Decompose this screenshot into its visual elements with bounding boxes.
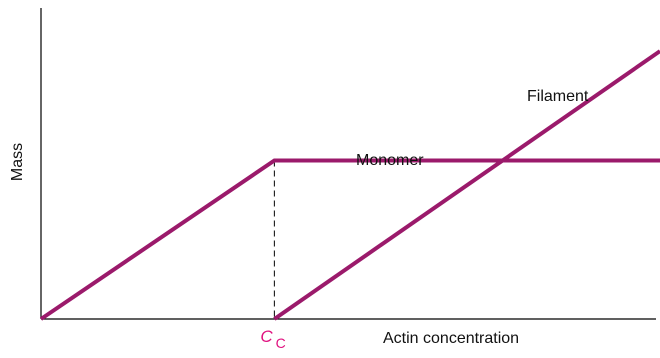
y-axis-label: Mass	[9, 143, 26, 181]
critical-concentration-subscript: C	[276, 335, 286, 351]
filament-series-line	[273, 49, 660, 321]
critical-concentration-symbol: C	[260, 327, 273, 346]
monomer-series-line	[39, 158, 660, 321]
x-axis-label: Actin concentration	[383, 330, 519, 347]
monomer-series-label: Monomer	[356, 152, 424, 169]
filament-series-label: Filament	[527, 88, 589, 105]
